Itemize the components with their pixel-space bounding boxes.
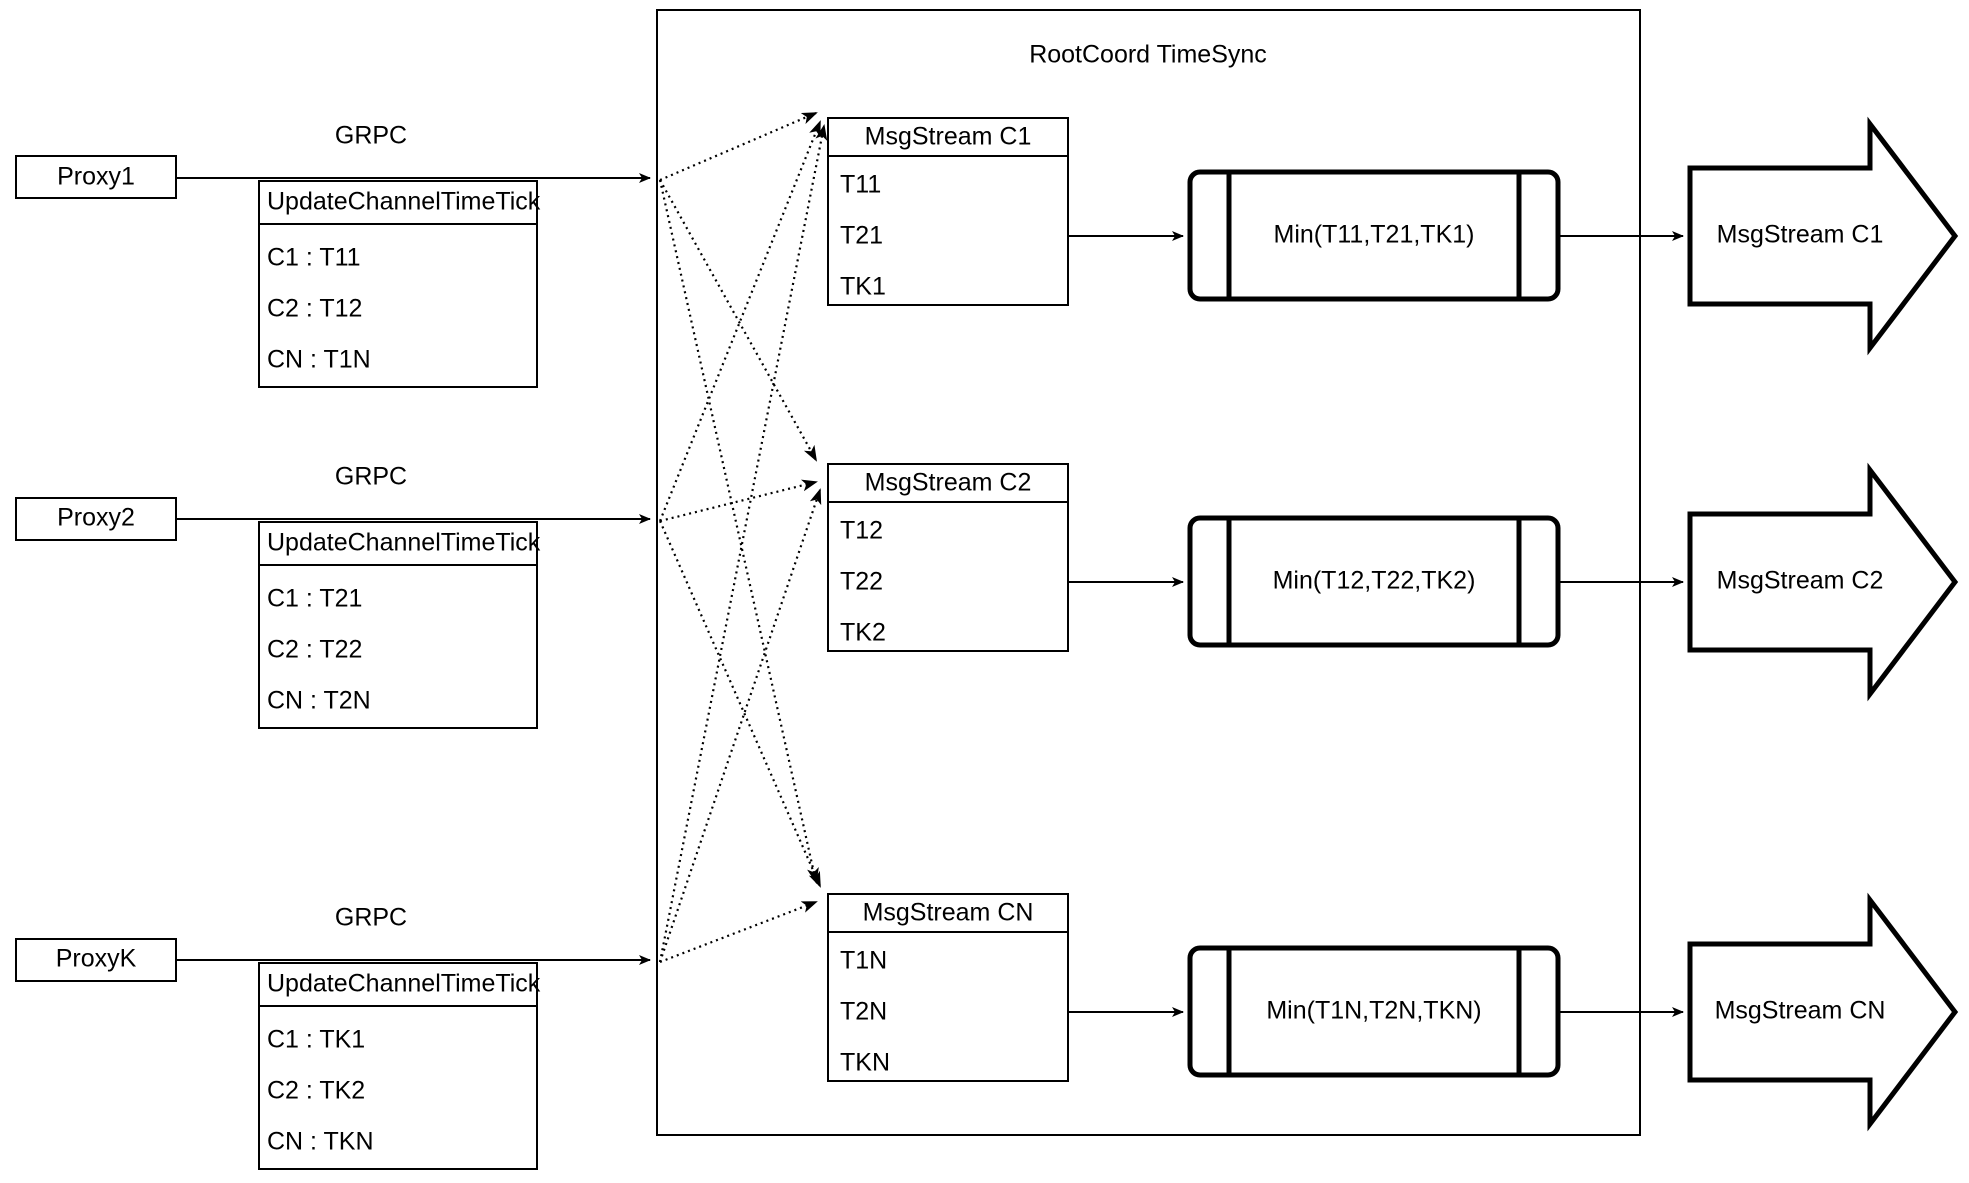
timetick-table-1-header: UpdateChannelTimeTick [267, 188, 541, 216]
fanout-edge-pk-cn [659, 900, 818, 964]
msgstream-cn-row-0: T1N [840, 947, 887, 975]
update-channel-timetick-table-2[interactable]: UpdateChannelTimeTick C1 : T21 C2 : T22 … [258, 521, 541, 729]
output-msgstream-c2-shape [1687, 462, 1959, 702]
proxy1-box[interactable]: Proxy1 [15, 155, 177, 199]
timetick-table-2-row-2: CN : T2N [267, 687, 371, 715]
output-msgstream-c2-label: MsgStream C2 [1717, 567, 1884, 595]
proxy2-label: Proxy2 [57, 504, 135, 532]
output-msgstream-cn-label: MsgStream CN [1715, 997, 1886, 1025]
timetick-table-2-header: UpdateChannelTimeTick [267, 529, 541, 557]
proxy1-label: Proxy1 [57, 163, 135, 191]
proxy-row-1: GRPC Proxy1 UpdateChannelTimeTick C1 : T… [15, 122, 651, 388]
msgstream-c1-header: MsgStream C1 [865, 123, 1032, 151]
timetick-table-1-border [258, 180, 538, 388]
timetick-table-2-border [258, 521, 538, 729]
proxy2-box-border [15, 497, 177, 541]
msgstream-cn-table[interactable]: MsgStream CN T1N T2N TKN [827, 893, 1069, 1082]
msgstream-cn-row-1: T2N [840, 998, 887, 1026]
msgstream-cn-border [827, 893, 1069, 1082]
fanout-edge-p1-c1 [659, 111, 818, 182]
timetick-table-1-row-2: CN : T1N [267, 346, 371, 374]
proxyk-label: ProxyK [56, 945, 137, 973]
fanout-edge-pk-c2 [658, 488, 822, 963]
min-process-c2[interactable]: Min(T12,T22,TK2) [1187, 515, 1561, 648]
min-process-c1-label: Min(T11,T21,TK1) [1274, 221, 1475, 249]
update-channel-timetick-table-3[interactable]: UpdateChannelTimeTick C1 : TK1 C2 : TK2 … [258, 962, 541, 1170]
msgstream-c2-border [827, 463, 1069, 652]
timetick-table-3-header: UpdateChannelTimeTick [267, 970, 541, 998]
msgstream-c1-row-0: T11 [840, 171, 881, 199]
proxyk-box-border [15, 938, 177, 982]
timetick-table-3-row-1: C2 : TK2 [267, 1077, 365, 1105]
grpc-label-2: GRPC [335, 463, 407, 491]
rootcoord-container-title: RootCoord TimeSync [1029, 41, 1267, 69]
output-msgstream-cn-shape [1687, 892, 1959, 1132]
grpc-label-3: GRPC [335, 904, 407, 932]
output-msgstream-c1-label: MsgStream C1 [1717, 221, 1884, 249]
timetick-table-2-row-1: C2 : T22 [267, 636, 362, 664]
msgstream-c2-table[interactable]: MsgStream C2 T12 T22 TK2 [827, 463, 1069, 652]
msgstream-c2-header: MsgStream C2 [865, 469, 1032, 497]
msgstream-c1-row-2: TK1 [840, 273, 886, 301]
min-process-cn-label: Min(T1N,T2N,TKN) [1266, 997, 1481, 1025]
output-msgstream-c1-shape [1687, 116, 1959, 356]
timetick-table-3-row-0: C1 : TK1 [267, 1026, 365, 1054]
min-process-c1[interactable]: Min(T11,T21,TK1) [1187, 169, 1561, 302]
msgstream-cn-row-2: TKN [840, 1049, 890, 1077]
update-channel-timetick-table-1[interactable]: UpdateChannelTimeTick C1 : T11 C2 : T12 … [258, 180, 541, 388]
timetick-fanout-edges [658, 111, 828, 964]
msgstream-c2-row-1: T22 [840, 568, 883, 596]
min-process-cn[interactable]: Min(T1N,T2N,TKN) [1187, 945, 1561, 1078]
msgstream-c2-row-0: T12 [840, 517, 883, 545]
msgstream-c2-row-2: TK2 [840, 619, 886, 647]
msgstream-c1-border [827, 117, 1069, 306]
timetick-table-3-row-2: CN : TKN [267, 1128, 374, 1156]
msgstream-c1-table[interactable]: MsgStream C1 T11 T21 TK1 [827, 117, 1069, 306]
min-process-c2-label: Min(T12,T22,TK2) [1273, 567, 1476, 595]
output-msgstream-cn-arrow[interactable]: MsgStream CN [1687, 892, 1959, 1132]
output-msgstream-c1-arrow[interactable]: MsgStream C1 [1687, 116, 1959, 356]
proxy1-box-border [15, 155, 177, 199]
fanout-edge-p2-cn [658, 520, 822, 888]
channel-row-2: MsgStream C2 T12 T22 TK2 Min(T12,T22,TK2… [827, 462, 1959, 702]
grpc-label-1: GRPC [335, 122, 407, 150]
fanout-edge-pk-c1 [658, 124, 828, 963]
channel-row-n: MsgStream CN T1N T2N TKN Min(T1N,T2N,TKN… [827, 892, 1959, 1132]
msgstream-cn-header: MsgStream CN [863, 899, 1034, 927]
timetick-table-2-row-0: C1 : T21 [267, 585, 362, 613]
proxy2-box[interactable]: Proxy2 [15, 497, 177, 541]
proxyk-box[interactable]: ProxyK [15, 938, 177, 982]
timetick-table-1-row-1: C2 : T12 [267, 295, 362, 323]
msgstream-c1-row-1: T21 [840, 222, 883, 250]
channel-row-1: MsgStream C1 T11 T21 TK1 Min(T11,T21,TK1… [827, 116, 1959, 356]
output-msgstream-c2-arrow[interactable]: MsgStream C2 [1687, 462, 1959, 702]
timetick-table-1-row-0: C1 : T11 [267, 244, 361, 272]
timetick-table-3-border [258, 962, 538, 1170]
proxy-row-3: GRPC ProxyK UpdateChannelTimeTick C1 : T… [15, 904, 651, 1170]
proxy-row-2: GRPC Proxy2 UpdateChannelTimeTick C1 : T… [15, 463, 651, 729]
